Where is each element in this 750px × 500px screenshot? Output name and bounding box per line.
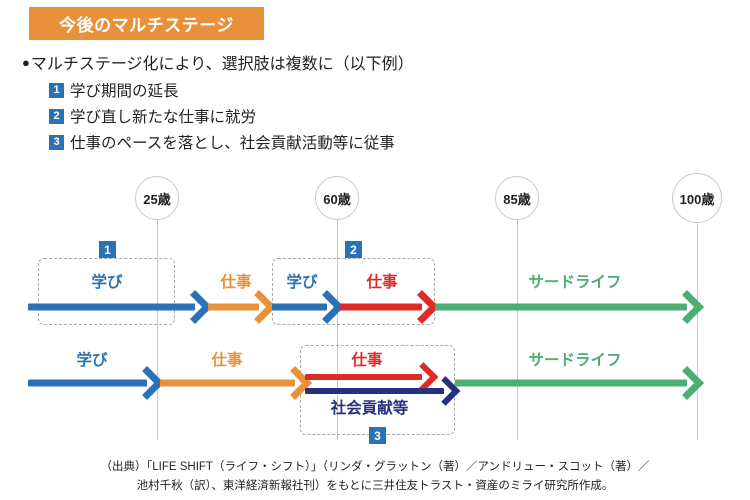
row2-arrow-shakai-kouken	[305, 376, 461, 406]
source-note-line-1: （出典）「LIFE SHIFT（ライフ・シフト）」（リンダ・グラットン（著）／ア…	[100, 461, 650, 473]
row2-arrow-third-life	[455, 366, 704, 400]
list-item: 2 学び直し新たな仕事に就労	[49, 105, 256, 127]
row2-label-manabi: 学び	[76, 352, 108, 369]
age-marker-60: 60歳	[315, 176, 359, 220]
age-marker-85: 85歳	[495, 176, 539, 220]
list-item-label: 学び期間の延長	[70, 83, 179, 100]
list-item-label: 学び直し新たな仕事に就労	[70, 109, 257, 126]
source-note-line-2: 池村千秋（訳）、東洋経済新報社刊）をもとに三井住友トラスト・資産のミライ研究所作…	[136, 480, 614, 492]
row1-label-shigoto-2: 仕事	[366, 274, 398, 291]
list-item-label: 仕事のペースを落とし、社会貢献活動等に従事	[70, 135, 395, 152]
guide-line-age-100	[697, 200, 698, 440]
row2-arrow-manabi	[28, 366, 164, 400]
row2-label-shigoto-2: 仕事	[351, 352, 383, 369]
intro-bullet-line: ● マルチステージ化により、選択肢は複数に（以下例）	[22, 50, 414, 74]
row2-label-shakai-kouken: 社会貢献等	[330, 400, 409, 417]
source-note: （出典）「LIFE SHIFT（ライフ・シフト）」（リンダ・グラットン（著）／ア…	[0, 458, 750, 496]
row1-arrow-shigoto-2	[340, 290, 439, 324]
highlight-badge-1: 1	[99, 241, 116, 258]
row1-label-third-life: サードライフ	[528, 274, 622, 291]
highlight-box-1	[38, 258, 175, 325]
highlight-box-2	[272, 258, 435, 325]
row1-arrow-manabi-2	[272, 290, 344, 324]
list-number-badge: 3	[49, 134, 64, 150]
row2-label-shigoto-1: 仕事	[211, 352, 243, 369]
row2-arrow-shigoto-red	[305, 362, 439, 392]
list-item: 1 学び期間の延長	[49, 79, 179, 101]
highlight-badge-2: 2	[345, 241, 362, 258]
age-marker-25: 25歳	[135, 176, 179, 220]
banner-title: 今後のマルチステージ	[59, 16, 234, 35]
bullet-dot-icon: ●	[22, 54, 30, 70]
row2-label-third-life: サードライフ	[528, 352, 622, 369]
highlight-badge-3: 3	[369, 427, 386, 444]
list-number-badge: 1	[49, 82, 64, 98]
row1-arrow-manabi-1	[28, 290, 212, 324]
row1-label-manabi-1: 学び	[91, 274, 123, 291]
banner: 今後のマルチステージ	[29, 7, 264, 40]
age-marker-100: 100歳	[672, 173, 722, 223]
list-item: 3 仕事のペースを落とし、社会貢献活動等に従事	[49, 131, 395, 153]
row1-arrow-third-life	[435, 290, 704, 324]
guide-line-age-25	[157, 200, 158, 440]
intro-bullet-text: マルチステージ化により、選択肢は複数に（以下例）	[30, 56, 414, 73]
guide-line-age-85	[517, 200, 518, 440]
row1-arrow-shigoto-1	[208, 290, 276, 324]
row1-label-shigoto-1: 仕事	[220, 274, 252, 291]
row1-label-manabi-2: 学び	[286, 274, 318, 291]
guide-line-age-60	[337, 200, 338, 440]
list-number-badge: 2	[49, 108, 64, 124]
row2-arrow-shigoto	[160, 366, 312, 400]
